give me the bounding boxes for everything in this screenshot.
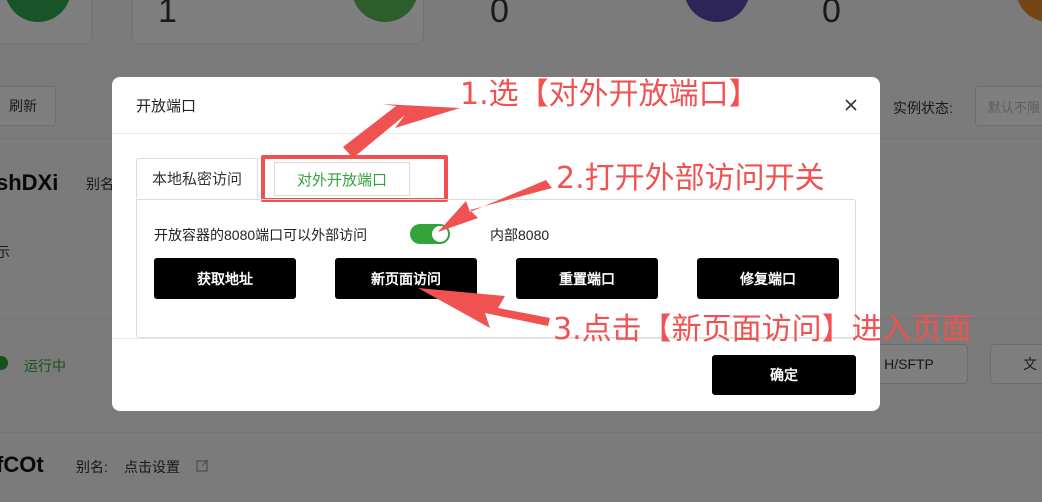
open-new-page-button[interactable]: 新页面访问: [335, 258, 477, 299]
dialog-footer-divider: [112, 338, 880, 339]
repair-port-button[interactable]: 修复端口: [697, 258, 839, 299]
reset-port-button[interactable]: 重置端口: [516, 258, 658, 299]
annotation-step3: 3.点击【新页面访问】进入页面: [553, 312, 972, 347]
annotation-step1: 1.选【对外开放端口】: [460, 77, 759, 112]
dialog-header: 开放端口: [112, 77, 880, 134]
open-port-dialog: 开放端口 本地私密访问 对外开放端口 开放容器的8080端口可以外部访问 内部8…: [112, 77, 880, 411]
highlight-box: [261, 155, 448, 202]
close-icon[interactable]: [842, 96, 860, 114]
confirm-button[interactable]: 确定: [712, 355, 856, 395]
external-access-toggle[interactable]: [410, 224, 450, 244]
tab-local-private-access[interactable]: 本地私密访问: [136, 158, 258, 198]
inner-port-label: 内部8080: [490, 227, 550, 243]
get-address-button[interactable]: 获取地址: [154, 258, 296, 299]
toggle-knob: [432, 226, 448, 242]
tab-open-external-port[interactable]: 对外开放端口: [274, 162, 410, 196]
annotation-step2: 2.打开外部访问开关: [556, 161, 825, 196]
external-access-description: 开放容器的8080端口可以外部访问: [154, 227, 368, 243]
dialog-title: 开放端口: [136, 98, 197, 115]
